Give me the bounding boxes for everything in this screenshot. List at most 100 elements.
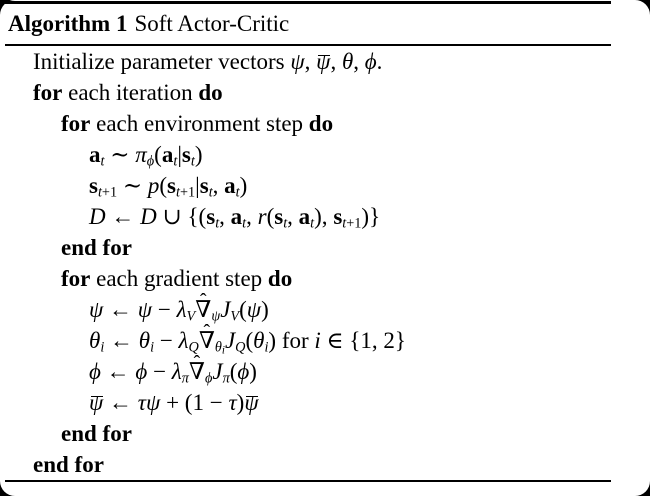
text-segment: θ [341,49,354,74]
text-segment: π [135,142,147,167]
text-segment: θ [138,328,151,353]
text-segment: end for [61,421,132,446]
text-segment: ψ [290,49,305,74]
text-segment: t [283,215,288,232]
text-segment: t [100,153,105,170]
text-segment: i [150,339,155,356]
text-segment: − [154,328,179,353]
text-segment: end for [33,452,104,477]
text-segment: ← [100,359,136,384]
text-segment: ← [104,328,139,353]
text-segment: ( [245,328,254,353]
text-segment: − [152,297,177,322]
algorithm-line: Initialize parameter vectors ψ, ψ, θ, ϕ. [8,46,650,77]
text-segment: ϕ [237,359,250,384]
text-segment: s [89,173,98,198]
text-segment: ϕ [204,370,213,387]
text-segment: ∼ [117,173,148,198]
text-segment: t [190,153,195,170]
text-segment: J [220,297,231,322]
text-segment: π [222,370,230,387]
header-rule [5,44,611,46]
algorithm-line: ϕ ← ϕ − λπˆ∇ϕJπ(ϕ) [8,353,650,387]
bottom-rule [5,480,611,482]
text-segment: i [221,344,225,357]
text-segment: t [310,215,315,232]
text-segment: each gradient step [90,266,268,291]
text-segment: i [100,339,105,356]
text-segment: a [224,173,236,198]
text-segment: )} [361,204,381,229]
text-segment: ← [105,204,141,229]
text-segment: ← [103,297,138,322]
text-segment: r [257,204,267,229]
text-segment: ( [229,359,238,384]
text-segment: λ [178,328,189,353]
text-segment: s [274,204,284,229]
algorithm-body: Initialize parameter vectors ψ, ψ, θ, ϕ.… [8,46,650,480]
text-segment: s [206,204,216,229]
text-segment: a [298,204,311,229]
text-segment: , [353,49,365,74]
text-segment: ) [249,359,257,384]
text-segment: a [161,142,174,167]
algorithm-line: ψ ← τψ + (1 − τ)ψ [8,387,650,418]
text-segment: , [330,49,342,74]
text-segment: t [97,184,102,201]
text-segment: D [89,204,106,229]
text-segment: | [177,142,182,167]
text-segment: λ [171,359,182,384]
text-segment: ) [194,142,203,167]
text-segment: Q [235,339,246,356]
text-segment: for [33,80,63,105]
text-segment: t [235,184,240,201]
text-segment: ψ [89,390,104,415]
text-segment: , [212,173,225,198]
algorithm-line: for each iteration do [8,77,650,108]
algorithm-line: D ← D ∪ {(st, at, r(st, at), st+1)} [8,201,650,232]
text-segment: ψ [246,297,262,322]
algorithm-number-label: Algorithm 1 [8,11,128,36]
text-segment: ( [239,297,247,322]
text-segment: a [230,204,243,229]
text-segment: ← [103,390,138,415]
text-segment: ) [239,173,248,198]
text-segment: end for [61,235,132,260]
text-segment: , [246,204,258,229]
text-segment: ( [159,173,168,198]
text-segment: ( [154,142,162,167]
text-segment: s [333,204,343,229]
text-segment: ϕ [135,359,148,384]
text-segment: ) [236,390,245,415]
text-segment: do [198,80,223,105]
text-segment: +1 [346,215,362,232]
text-segment: t [242,215,247,232]
text-segment: t [208,184,213,201]
text-segment: , [304,49,317,74]
text-segment: λ [176,297,187,322]
algorithm-line: for each environment step do [8,108,650,139]
text-segment: | [195,173,200,198]
text-segment: ψ [146,390,161,415]
text-segment: ∼ [104,142,136,167]
algorithm-line: end for [8,418,650,449]
nabla-hat-symbol: ˆ∇ [195,290,212,322]
text-segment: . [376,49,383,74]
text-segment: Initialize parameter vectors [33,49,291,74]
top-rule [5,1,611,4]
algorithm-line: end for [8,232,650,263]
algorithm-header: Algorithm 1 Soft Actor-Critic [8,4,289,44]
text-segment: i [264,339,269,356]
text-segment: +1 [101,184,118,201]
text-segment: V [230,308,240,325]
text-segment: θ [89,328,101,353]
text-segment: ϕ [89,359,101,384]
text-segment: ψ [89,297,104,322]
text-segment: a [89,142,101,167]
algorithm-line: at ∼ πϕ(at|st) [8,139,650,170]
text-segment: + (1 − [160,390,229,415]
algorithm-line: ψ ← ψ − λVˆ∇ψJV(ψ) [8,290,650,325]
text-segment: for [61,266,91,291]
algorithm-title: Soft Actor-Critic [134,11,290,36]
